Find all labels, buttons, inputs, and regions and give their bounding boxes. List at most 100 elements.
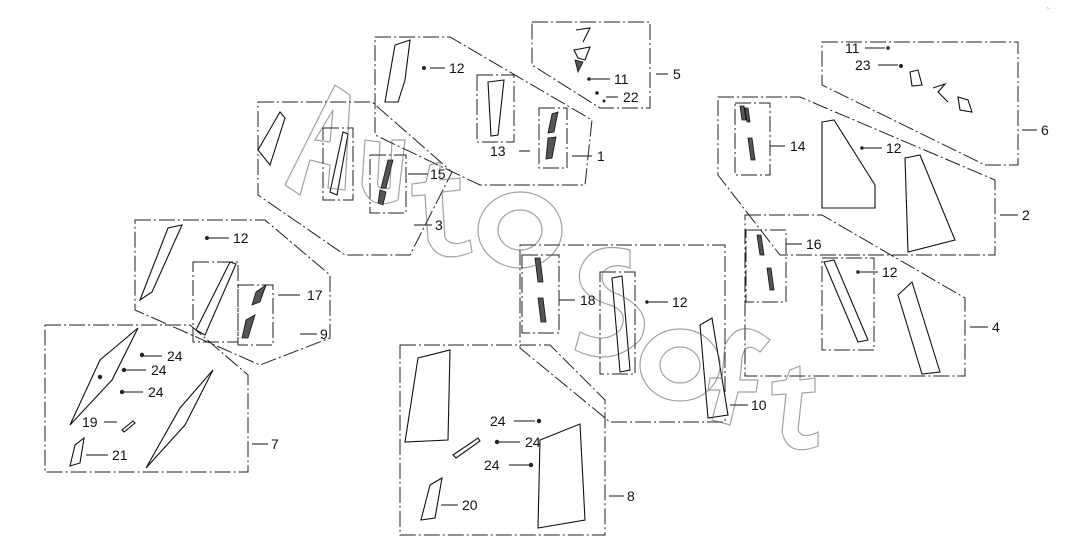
door-glass-panel bbox=[138, 224, 183, 302]
callout-10: 10 bbox=[751, 397, 767, 413]
clip-part bbox=[856, 270, 860, 274]
callout-12-group10: 12 bbox=[672, 294, 688, 310]
subgroup-box bbox=[476, 74, 515, 143]
door-glass-panel bbox=[257, 111, 286, 167]
subgroup-box bbox=[322, 127, 354, 201]
door-glass-panel bbox=[384, 39, 411, 103]
group-9-parts bbox=[138, 224, 274, 346]
clip-part bbox=[139, 352, 145, 358]
callout-23: 23 bbox=[855, 57, 871, 73]
clip-part bbox=[602, 99, 606, 103]
window-channel-strip bbox=[195, 261, 237, 336]
callout-11-group6: 11 bbox=[845, 40, 860, 56]
trim-piece bbox=[932, 82, 949, 103]
callout-12-group1: 12 bbox=[449, 60, 465, 76]
clip-part bbox=[97, 374, 103, 380]
group-7-frame bbox=[44, 324, 249, 473]
group-9-frame bbox=[134, 219, 331, 366]
callout-24-c: 24 bbox=[148, 384, 164, 400]
quarter-glass-panel bbox=[537, 423, 586, 529]
molding-clip-set bbox=[534, 257, 547, 323]
callout-19: 19 bbox=[82, 414, 98, 430]
group-10-parts bbox=[521, 254, 729, 419]
callout-14: 14 bbox=[790, 138, 806, 154]
clip-part bbox=[587, 77, 591, 81]
corner-trim bbox=[957, 96, 973, 113]
callout-16: 16 bbox=[806, 236, 822, 252]
molding-clip-set bbox=[545, 111, 559, 160]
window-channel-strip bbox=[487, 79, 505, 137]
group-6-parts bbox=[886, 46, 973, 113]
molding-clip-set bbox=[739, 105, 756, 161]
door-glass-panel bbox=[897, 281, 941, 375]
subgroup-box bbox=[821, 257, 875, 351]
clip-part bbox=[119, 389, 125, 395]
callout-6: 6 bbox=[1041, 122, 1049, 138]
window-channel-strip bbox=[611, 275, 631, 373]
subgroup-box bbox=[521, 254, 560, 334]
clip-part bbox=[860, 146, 864, 150]
trim-piece bbox=[452, 437, 481, 459]
group-3-frame bbox=[257, 101, 453, 256]
subgroup-box bbox=[599, 271, 636, 375]
clip-part bbox=[528, 462, 534, 468]
callout-13: 13 bbox=[490, 143, 506, 159]
callout-2: 2 bbox=[1022, 207, 1030, 223]
group-6-frame bbox=[821, 41, 1019, 166]
bracket-part bbox=[573, 46, 591, 61]
callout-3: 3 bbox=[435, 217, 443, 233]
door-glass-panel bbox=[699, 317, 729, 419]
clip-part bbox=[899, 64, 903, 68]
clip-part bbox=[205, 236, 209, 240]
door-glass-panel bbox=[404, 349, 451, 443]
callout-12-group4: 12 bbox=[882, 264, 898, 280]
callout-11-group5: 11 bbox=[614, 71, 629, 87]
callout-4: 4 bbox=[992, 319, 1000, 335]
corner-trim bbox=[420, 476, 443, 521]
callout-12-group9: 12 bbox=[233, 230, 249, 246]
molding-clip-set bbox=[756, 234, 775, 291]
window-channel-strip bbox=[145, 369, 214, 469]
callout-24-a: 24 bbox=[167, 348, 183, 364]
corner-mark: s.. ... bbox=[1047, 5, 1056, 10]
subgroup-box bbox=[745, 229, 787, 303]
callout-12-group2: 12 bbox=[886, 140, 902, 156]
callout-1: 1 bbox=[597, 148, 605, 164]
callout-21: 21 bbox=[112, 447, 128, 463]
molding-clip-set bbox=[241, 283, 267, 339]
clip-part bbox=[536, 418, 542, 424]
leader-lines bbox=[86, 47, 1037, 506]
callout-8: 8 bbox=[627, 488, 635, 504]
callout-labels: 1 2 3 4 5 6 7 8 9 10 11 11 12 12 12 12 1… bbox=[82, 40, 1049, 513]
clip-part bbox=[886, 46, 890, 50]
window-channel-strip bbox=[821, 119, 876, 209]
group-7-parts bbox=[69, 327, 214, 469]
trim-piece bbox=[575, 27, 591, 43]
callout-17: 17 bbox=[307, 287, 323, 303]
subgroup-box bbox=[538, 107, 568, 169]
group-4-parts bbox=[745, 229, 941, 375]
group-1-parts bbox=[384, 39, 568, 169]
clip-part bbox=[121, 367, 127, 373]
callout-7: 7 bbox=[271, 436, 279, 452]
callout-22: 22 bbox=[623, 89, 639, 105]
door-glass-panel bbox=[69, 327, 139, 426]
group-1-frame bbox=[374, 36, 593, 186]
clip-part bbox=[645, 300, 649, 304]
callout-18: 18 bbox=[580, 292, 596, 308]
group-5-parts bbox=[573, 27, 606, 103]
callout-24-e: 24 bbox=[525, 434, 541, 450]
trim-piece bbox=[121, 420, 136, 433]
bracket-part bbox=[574, 59, 584, 74]
group-2-frame bbox=[717, 96, 996, 256]
window-channel-strip bbox=[823, 259, 869, 343]
callout-24-b: 24 bbox=[151, 362, 167, 378]
group-5-frame bbox=[531, 21, 651, 109]
group-10-frame bbox=[519, 244, 726, 423]
group-8-parts bbox=[404, 349, 586, 529]
callout-24-f: 24 bbox=[484, 457, 500, 473]
clip-part bbox=[595, 91, 599, 95]
subgroup-box bbox=[369, 154, 407, 214]
